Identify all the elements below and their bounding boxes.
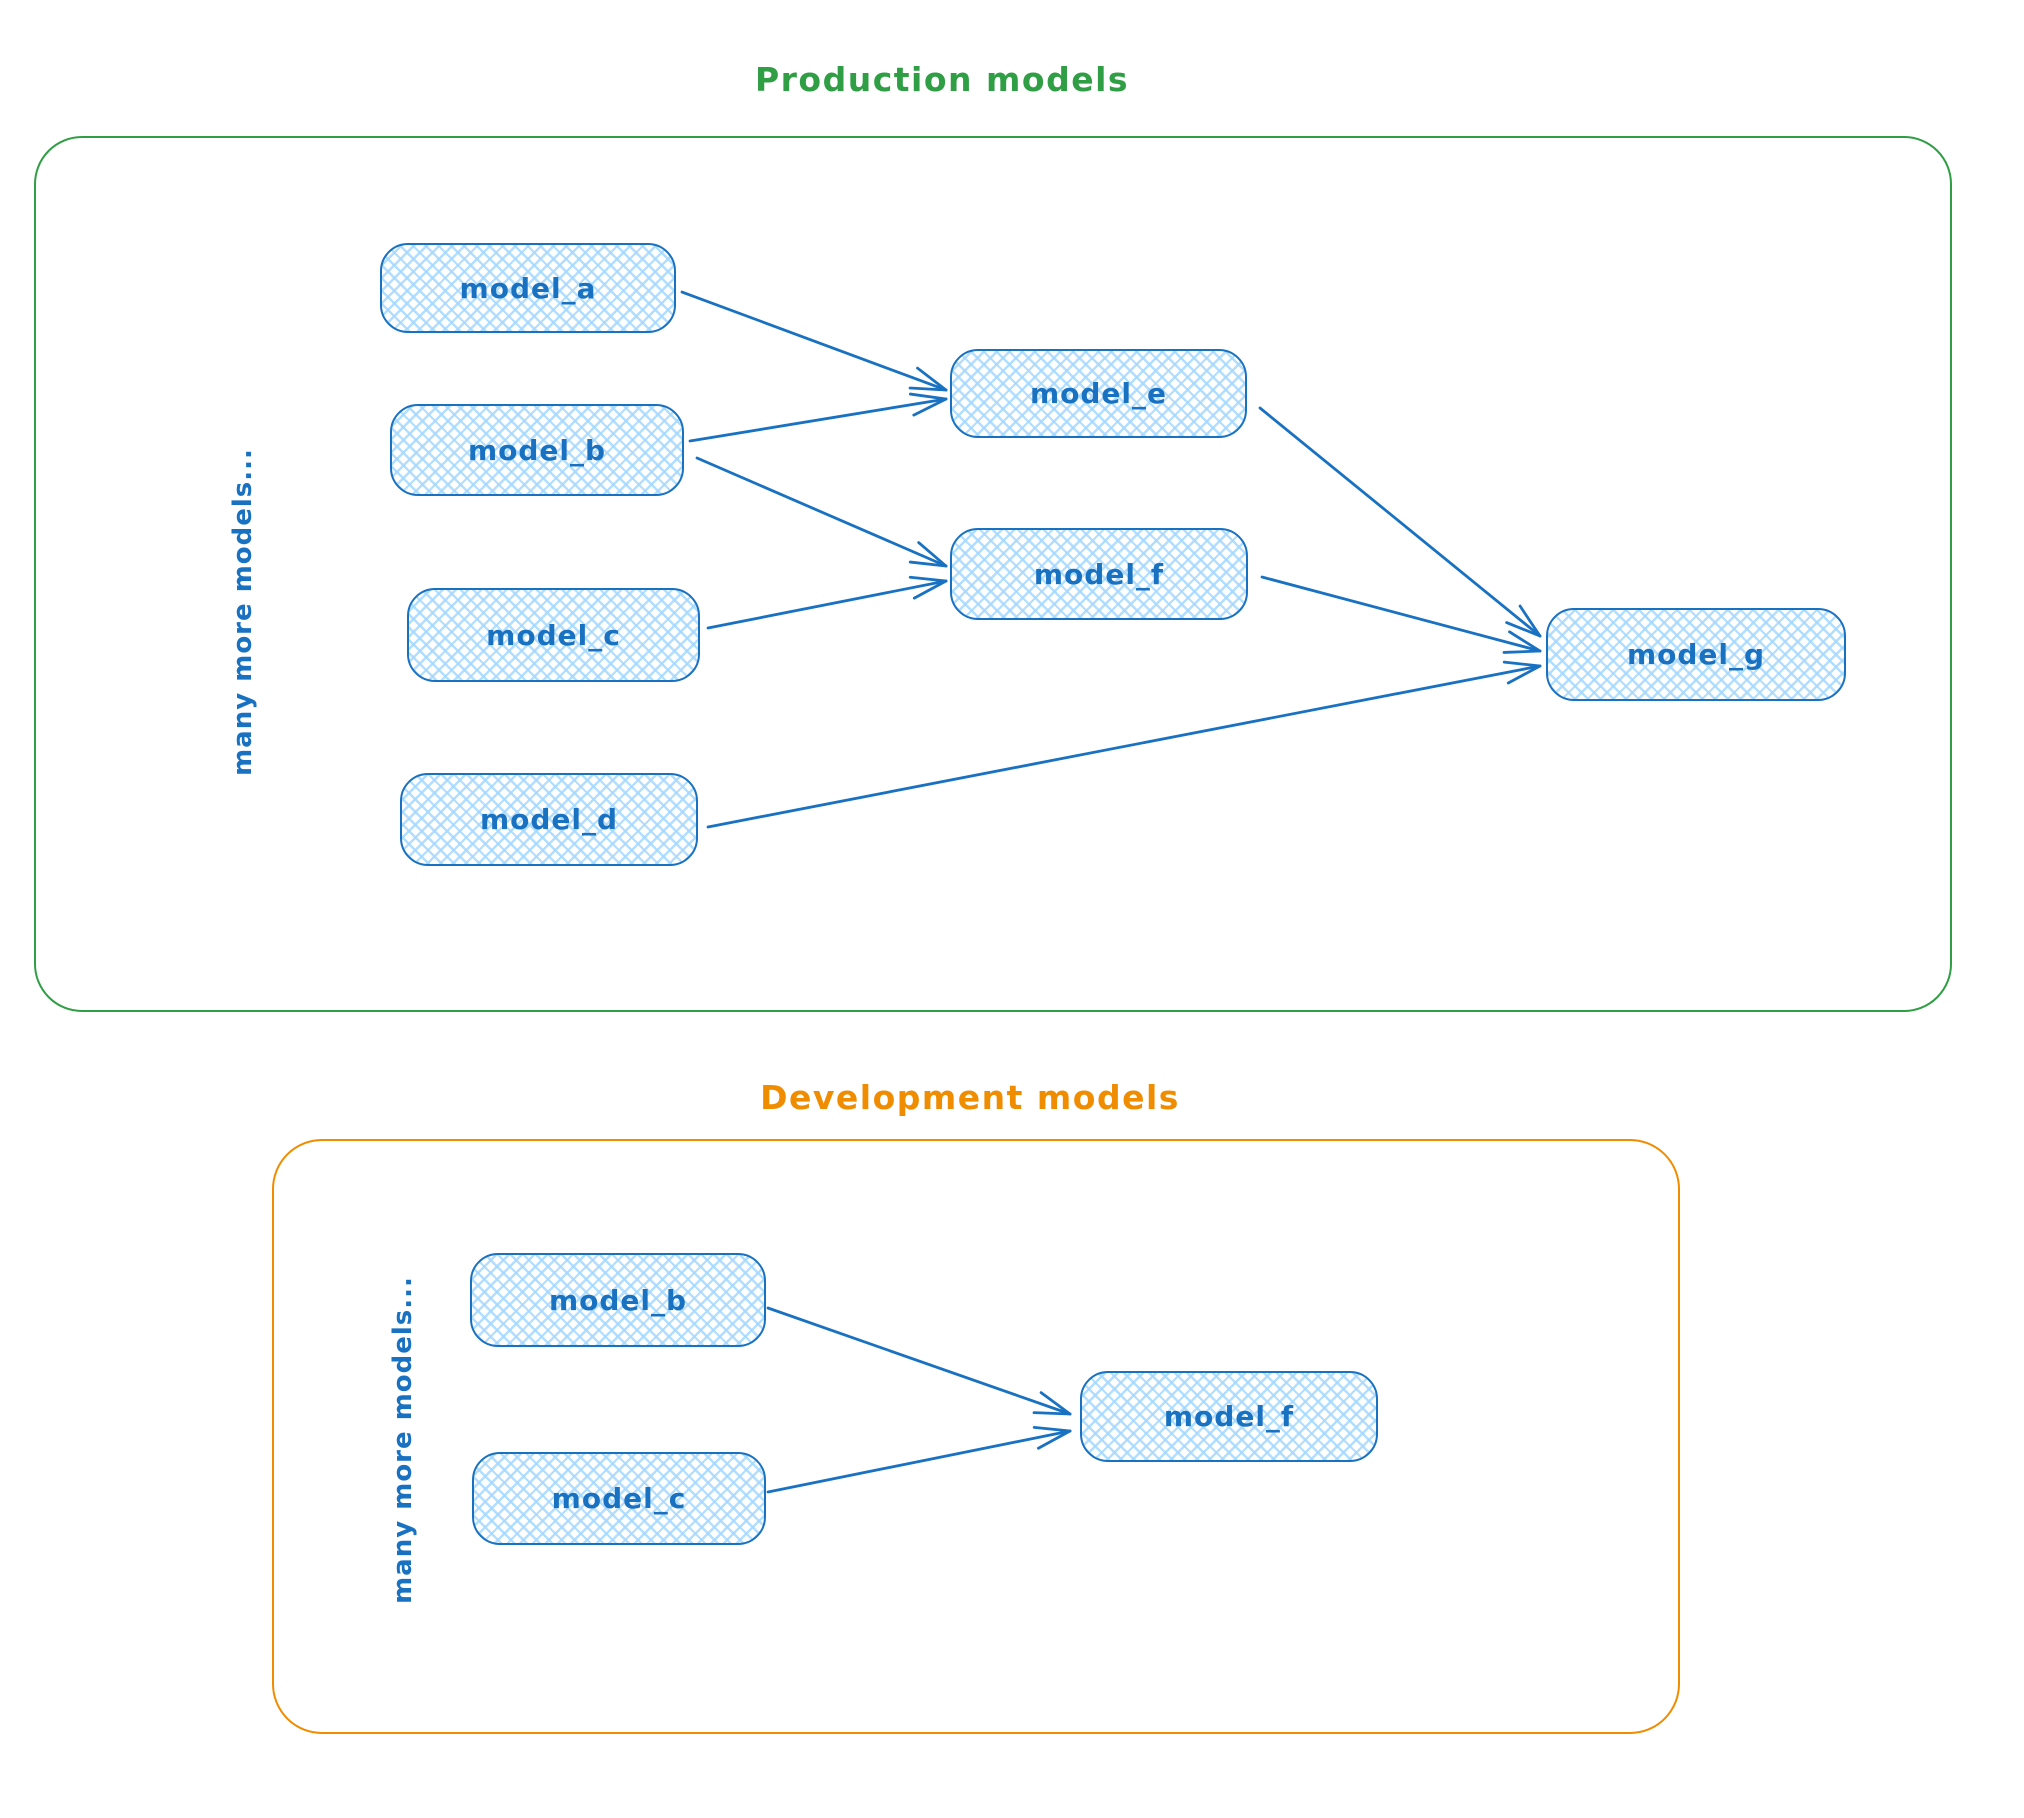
model-node-development-model_f: model_f — [1080, 1371, 1378, 1462]
model-node-production-model_e: model_e — [950, 349, 1247, 438]
model-node-development-model_b: model_b — [470, 1253, 766, 1347]
model-node-production-model_b: model_b — [390, 404, 684, 496]
model-node-production-model_d: model_d — [400, 773, 698, 866]
model-node-label: model_c — [551, 1482, 687, 1515]
section-title-development: Development models — [760, 1078, 1180, 1117]
model-node-label: model_f — [1163, 1400, 1295, 1433]
model-node-label: model_a — [459, 271, 597, 305]
model-node-label: model_c — [486, 618, 621, 652]
production-frame — [34, 136, 1952, 1012]
model-node-label: model_d — [479, 803, 619, 836]
model-node-production-model_a: model_a — [380, 243, 676, 333]
development-frame — [272, 1139, 1680, 1734]
development-side-label: many more models... — [388, 1276, 418, 1604]
model-node-production-model_f: model_f — [950, 528, 1248, 620]
model-node-label: model_b — [548, 1283, 688, 1317]
model-node-production-model_g: model_g — [1546, 608, 1846, 701]
model-node-label: model_e — [1029, 377, 1168, 410]
model-node-production-model_c: model_c — [407, 588, 700, 682]
model-node-development-model_c: model_c — [472, 1452, 766, 1545]
model-node-label: model_b — [467, 433, 607, 467]
model-node-label: model_f — [1033, 557, 1165, 591]
model-node-label: model_g — [1626, 638, 1766, 671]
production-side-label: many more models... — [228, 448, 258, 776]
section-title-production: Production models — [754, 60, 1130, 99]
